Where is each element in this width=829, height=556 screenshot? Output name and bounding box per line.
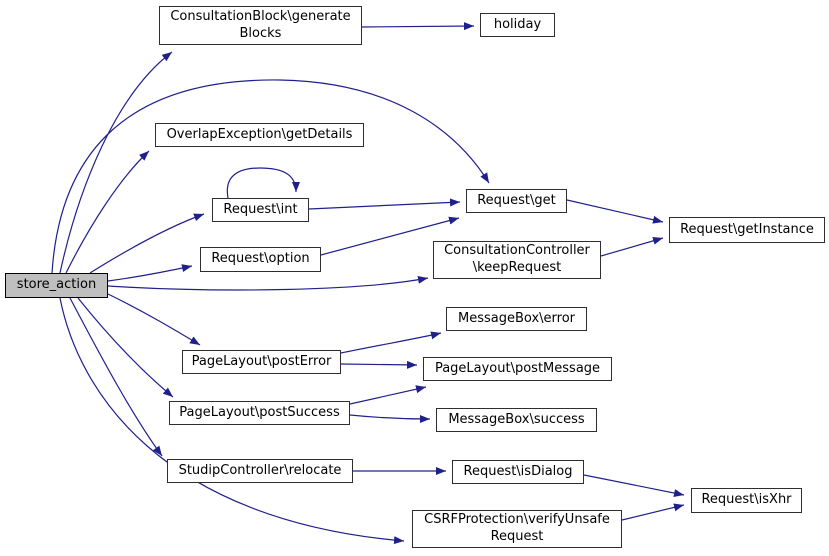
edge-store-action-to-post-error (107, 293, 201, 346)
edge-generate-blocks-to-holiday (361, 22, 475, 31)
edge-store-action-to-get-details (65, 150, 150, 274)
node-messagebox-success[interactable]: MessageBox\success (436, 408, 597, 432)
node-overlapexception-getdetails[interactable]: OverlapException\getDetails (155, 123, 364, 147)
edge-store-action-to-request-int (89, 213, 205, 274)
edge-request-get-to-get-instance (566, 199, 664, 224)
edge-keep-request-to-get-instance (600, 236, 664, 257)
node-request-option[interactable]: Request\option (200, 247, 321, 272)
node-holiday[interactable]: holiday (480, 13, 555, 37)
edge-store-action-to-csrf (59, 297, 405, 545)
edge-store-action-to-request-get (51, 79, 490, 274)
node-consultationblock-generateblocks[interactable]: ConsultationBlock\generate Blocks (159, 6, 362, 45)
edge-post-success-to-msg-success (349, 414, 431, 423)
edge-request-option-to-request-get (320, 216, 460, 256)
edge-store-action-to-relocate (69, 297, 163, 457)
edge-csrf-to-is-xhr (621, 503, 685, 521)
node-request-isdialog[interactable]: Request\isDialog (452, 460, 584, 484)
node-request-getinstance[interactable]: Request\getInstance (669, 217, 825, 243)
edge-store-action-to-post-success (77, 297, 174, 398)
node-csrfprotection-verifyunsaferequest[interactable]: CSRFProtection\verifyUnsafe Request (412, 510, 622, 548)
edge-post-error-to-msg-error (340, 331, 442, 354)
edge-post-error-to-post-message (340, 360, 418, 369)
node-store-action[interactable]: store_action (5, 273, 108, 298)
node-studipcontroller-relocate[interactable]: StudipController\relocate (167, 459, 353, 483)
edge-post-success-to-post-message (349, 385, 427, 405)
node-request-get[interactable]: Request\get (466, 189, 567, 213)
edge-store-action-to-keep-request (107, 275, 429, 291)
node-pagelayout-postsuccess[interactable]: PageLayout\postSuccess (169, 401, 350, 425)
node-consultationcontroller-keeprequest[interactable]: ConsultationController \keepRequest (433, 241, 601, 279)
node-request-int[interactable]: Request\int (212, 198, 309, 222)
edge-request-int-self-loop (226, 167, 300, 199)
edge-store-action-to-generate-blocks (59, 51, 173, 274)
node-pagelayout-posterror[interactable]: PageLayout\postError (182, 350, 341, 374)
edge-request-int-to-request-get (308, 198, 461, 210)
node-messagebox-error[interactable]: MessageBox\error (446, 307, 587, 331)
node-pagelayout-postmessage[interactable]: PageLayout\postMessage (423, 357, 612, 381)
edge-store-action-to-request-option (107, 264, 193, 282)
node-request-isxhr[interactable]: Request\isXhr (691, 488, 802, 513)
edge-is-dialog-to-is-xhr (583, 474, 685, 497)
